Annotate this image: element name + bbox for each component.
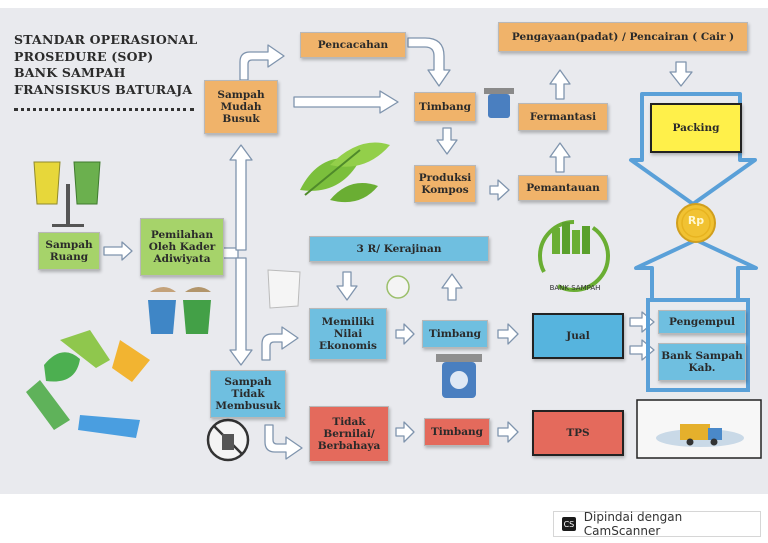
box-produksi-kompos: Produksi Kompos: [414, 165, 476, 203]
box-pengayaan-pencairan: Pengayaan(padat) / Pencairan ( Cair ): [498, 22, 748, 52]
box-tidak-bernilai-berbahaya: Tidak Bernilai/ Berbahaya: [309, 406, 389, 462]
box-timbang-top: Timbang: [414, 92, 476, 122]
coin-label: Rp: [687, 214, 705, 227]
box-3r-kerajinan: 3 R/ Kerajinan: [309, 236, 489, 262]
camscanner-watermark: CS Dipindai dengan CamScanner: [553, 510, 761, 538]
camscanner-text: Dipindai dengan CamScanner: [583, 510, 683, 538]
leaves-icon: [300, 142, 390, 203]
box-sampah-mudah-busuk: Sampah Mudah Busuk: [204, 80, 278, 134]
scale-icon-top: [484, 88, 514, 118]
title-line-1: STANDAR OPERASIONAL: [14, 32, 198, 47]
box-bank-sampah-kab: Bank Sampah Kab.: [658, 343, 746, 381]
bank-sampah-logo-icon: [538, 220, 610, 292]
recycle-bins-icon: [148, 287, 211, 334]
trash-bins-icon: [33, 161, 101, 227]
box-packing: Packing: [650, 103, 742, 153]
reduce-reuse-recycle-icon: [386, 275, 410, 299]
box-sampah-tidak-membusuk: Sampah Tidak Membusuk: [210, 370, 286, 418]
box-pemantauan: Pemantauan: [518, 175, 608, 201]
title-line-4: FRANSISKUS BATURAJA: [14, 81, 193, 97]
bank-sampah-logo-label: BANK SAMPAH: [549, 284, 601, 292]
scale-icon-mid: [436, 354, 482, 398]
box-sampah-ruang: Sampah Ruang: [38, 232, 100, 270]
box-timbang-bottom: Timbang: [424, 418, 490, 446]
box-pemilahan: Pemilahan Oleh Kader Adiwiyata: [140, 218, 224, 276]
box-tps: TPS: [532, 410, 624, 456]
title-line-3: BANK SAMPAH: [14, 65, 126, 80]
paper-sheet-icon: [267, 269, 301, 309]
box-pengempul: Pengempul: [658, 310, 746, 334]
title-divider: [14, 108, 194, 111]
box-jual: Jual: [532, 313, 624, 359]
title-line-2: PROSEDURE (SOP): [14, 48, 154, 64]
recycling-symbol-icon: [26, 330, 150, 438]
camscanner-icon: CS: [562, 517, 576, 531]
box-timbang-mid: Timbang: [422, 320, 488, 348]
no-spray-icon: [206, 418, 250, 462]
box-pencacahan: Pencacahan: [300, 32, 406, 58]
box-fermentasi: Fermantasi: [518, 103, 608, 131]
box-nilai-ekonomis: Memiliki Nilai Ekonomis: [309, 308, 387, 360]
garbage-truck-icon: [656, 424, 744, 447]
poster-title: STANDAR OPERASIONAL PROSEDURE (SOP) BANK…: [14, 32, 197, 98]
